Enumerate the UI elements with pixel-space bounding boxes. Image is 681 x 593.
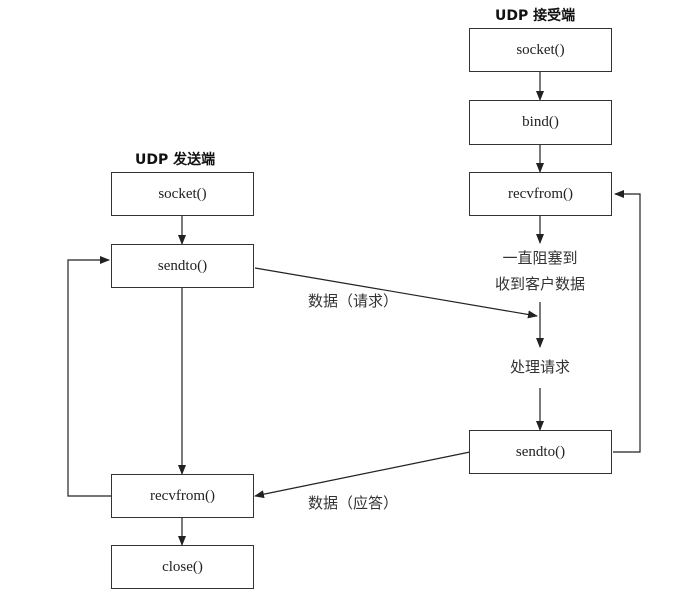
receiver-process-label: 处理请求 xyxy=(509,358,570,376)
sender-title: UDP 发送端 xyxy=(135,152,216,168)
receiver-socket-box: socket() xyxy=(469,28,612,72)
receiver-block-line1: 一直阻塞到 xyxy=(502,249,578,267)
response-message-label: 数据（应答） xyxy=(308,494,399,512)
receiver-bind-box: bind() xyxy=(469,100,612,145)
sender-loop-arrow xyxy=(67,256,111,497)
receiver-loop-arrow xyxy=(613,190,641,453)
receiver-block-line2: 收到客户数据 xyxy=(494,275,585,293)
sender-close-box: close() xyxy=(111,545,254,589)
sender-socket-box: socket() xyxy=(111,172,254,216)
receiver-title: UDP 接受端 xyxy=(495,8,576,24)
receiver-sendto-box: sendto() xyxy=(469,430,612,474)
request-message-arrow xyxy=(254,267,538,319)
sender-recvfrom-box: recvfrom() xyxy=(111,474,254,518)
request-message-label: 数据（请求） xyxy=(308,292,399,310)
response-message-arrow xyxy=(254,451,471,499)
receiver-recvfrom-box: recvfrom() xyxy=(469,172,612,216)
sender-sendto-box: sendto() xyxy=(111,244,254,288)
